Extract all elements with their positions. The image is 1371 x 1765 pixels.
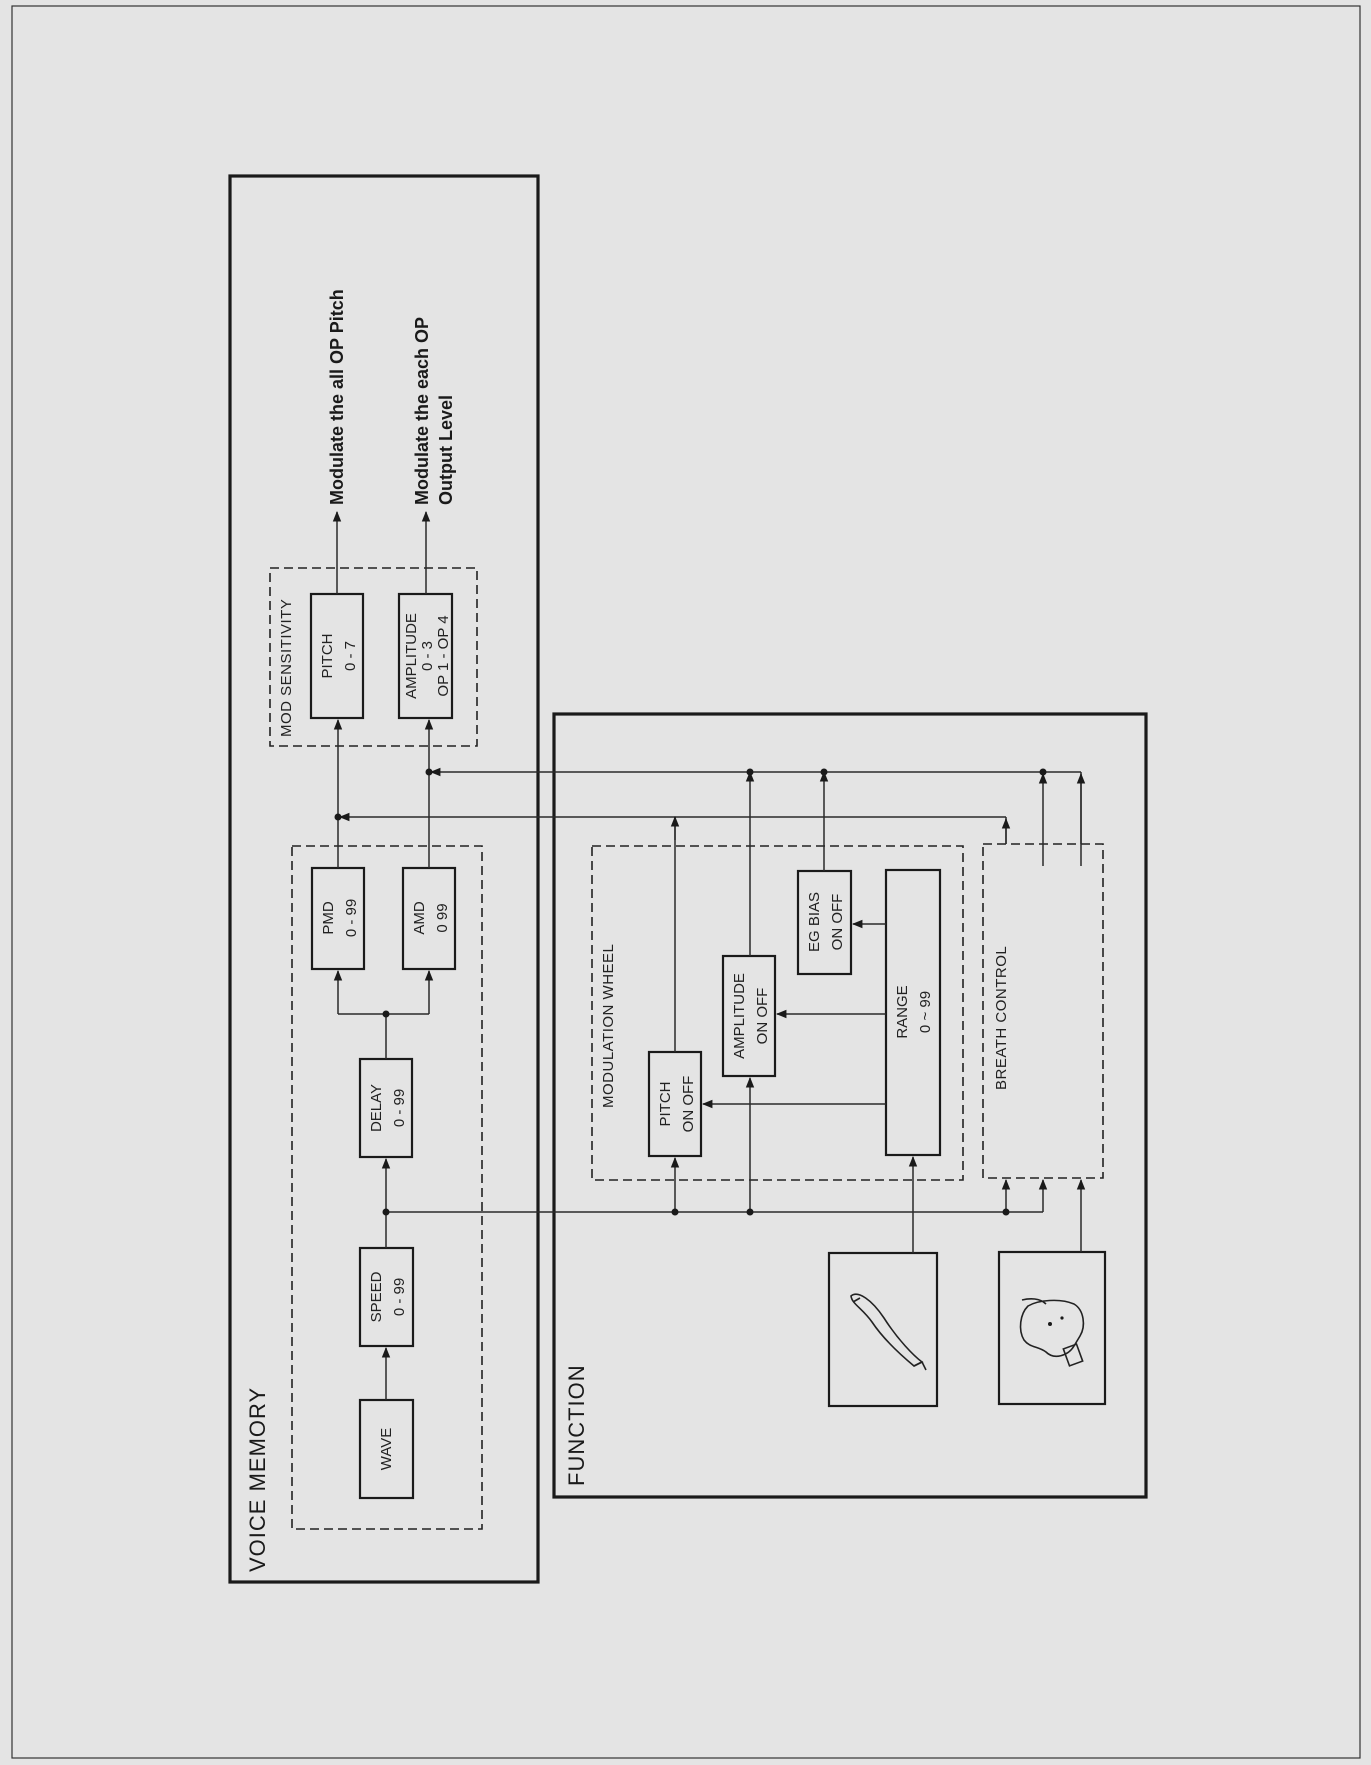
delay-label: DELAY — [368, 1084, 385, 1132]
page-border — [12, 6, 1360, 1758]
mw-amplitude-label: AMPLITUDE — [731, 973, 748, 1059]
sens-pitch-label: PITCH — [319, 634, 336, 679]
speed-label: SPEED — [368, 1271, 385, 1322]
voice-memory-title: VOICE MEMORY — [245, 1387, 270, 1572]
amd-range: 0 99 — [434, 903, 451, 932]
output-amplitude-label-1: Modulate the each OP — [412, 317, 432, 505]
eg-bias-onoff: ON OFF — [829, 894, 846, 951]
breath-controller-icon-box — [999, 1252, 1105, 1404]
sens-amplitude-range: 0 - 3 — [419, 641, 436, 671]
modulation-wheel-icon-box — [829, 1253, 937, 1406]
modulation-wheel-title: MODULATION WHEEL — [600, 944, 617, 1108]
range-value: 0 ~ 99 — [917, 991, 934, 1033]
wave-label: WAVE — [378, 1428, 395, 1471]
range-label: RANGE — [894, 985, 911, 1038]
mw-amplitude-onoff: ON OFF — [754, 988, 771, 1045]
output-amplitude-label-2: Output Level — [436, 395, 456, 505]
delay-range: 0 - 99 — [391, 1089, 408, 1127]
sens-amplitude-ops: OP 1 - OP 4 — [435, 615, 452, 696]
mw-pitch-onoff: ON OFF — [680, 1076, 697, 1133]
amd-label: AMD — [411, 901, 428, 935]
speed-range: 0 - 99 — [391, 1278, 408, 1316]
sens-amplitude-label: AMPLITUDE — [403, 613, 420, 699]
sens-pitch-range: 0 - 7 — [342, 641, 359, 671]
voice-memory-panel — [230, 176, 538, 1582]
pmd-range: 0 - 99 — [343, 899, 360, 937]
mw-pitch-label: PITCH — [657, 1082, 674, 1127]
pmd-label: PMD — [320, 901, 337, 935]
function-title: FUNCTION — [564, 1364, 589, 1486]
mod-sensitivity-title: MOD SENSITIVITY — [278, 599, 295, 737]
eg-bias-label: EG BIAS — [806, 892, 823, 952]
output-pitch-label: Modulate the all OP Pitch — [327, 289, 347, 505]
breath-control-title: BREATH CONTROL — [993, 946, 1010, 1090]
